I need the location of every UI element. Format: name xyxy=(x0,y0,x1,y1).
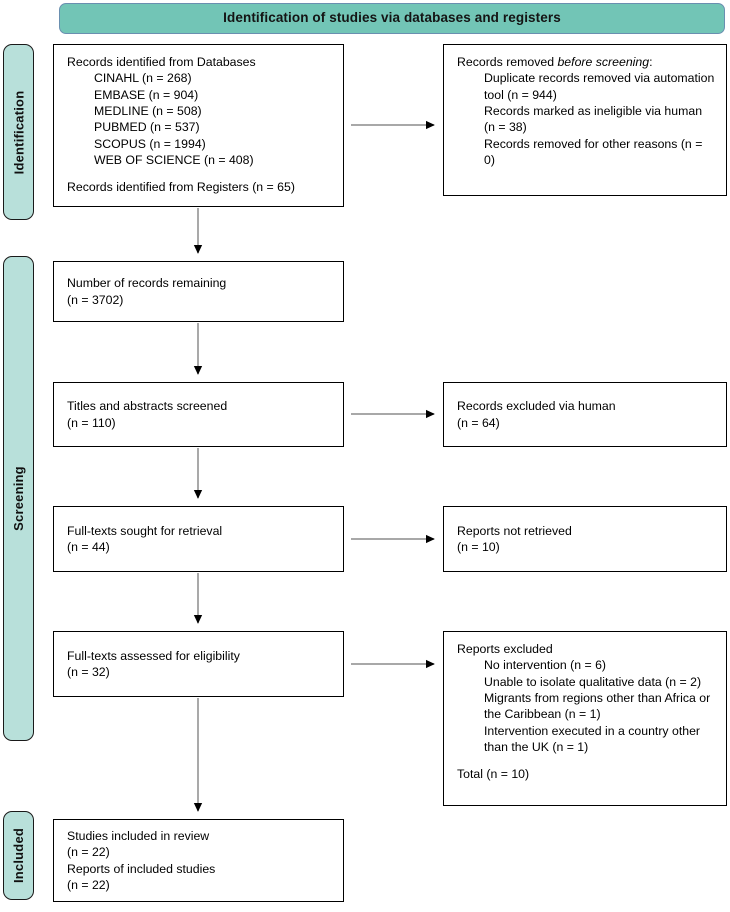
stage-label-screening: Screening xyxy=(3,256,34,741)
box-fulltexts-sought-for-retrieval: Full-texts sought for retrieval (n = 44) xyxy=(53,506,344,572)
source-web-of-science: WEB OF SCIENCE (n = 408) xyxy=(94,153,254,168)
source-pubmed: PUBMED (n = 537) xyxy=(94,120,200,135)
stage-label-included-text: Included xyxy=(11,827,26,884)
stage-label-included: Included xyxy=(3,811,34,900)
box-fulltexts-assessed-for-eligibility: Full-texts assessed for eligibility (n =… xyxy=(53,631,344,697)
records-removed-heading: Records removed before screening: xyxy=(457,54,715,70)
titles-screened-count: (n = 110) xyxy=(67,415,116,430)
reports-excluded-total: Total (n = 10) xyxy=(457,767,530,782)
stage-label-identification-text: Identification xyxy=(11,90,27,174)
records-removed-heading-prefix: Records removed xyxy=(457,55,558,69)
included-reports-label: Reports of included studies xyxy=(67,861,216,876)
box-records-remaining: Number of records remaining (n = 3702) xyxy=(53,261,344,322)
box-records-removed-before-screening: Records removed before screening: Duplic… xyxy=(443,44,727,196)
removed-reason-ineligible-human: Records marked as ineligible via human (… xyxy=(484,104,706,135)
not-retrieved-count: (n = 10) xyxy=(457,540,500,554)
reports-excluded-reason-region: Migrants from regions other than Africa … xyxy=(484,691,714,722)
source-scopus: SCOPUS (n = 1994) xyxy=(94,136,206,151)
excluded-human-label: Records excluded via human xyxy=(457,399,616,414)
records-remaining-label: Number of records remaining xyxy=(67,276,227,291)
included-studies-label: Studies included in review xyxy=(67,828,210,843)
fulltext-sought-count: (n = 44) xyxy=(67,540,110,554)
diagram-title: Identification of studies via databases … xyxy=(223,10,561,26)
stage-label-screening-text: Screening xyxy=(11,466,26,531)
box-studies-included: Studies included in review (n = 22) Repo… xyxy=(53,819,344,902)
box-records-excluded-via-human: Records excluded via human (n = 64) xyxy=(443,382,727,447)
titles-screened-label: Titles and abstracts screened xyxy=(67,399,228,414)
records-removed-heading-suffix: : xyxy=(649,55,653,69)
box-titles-abstracts-screened: Titles and abstracts screened (n = 110) xyxy=(53,382,344,447)
records-identified-heading: Records identified from Databases xyxy=(67,55,256,69)
source-embase: EMBASE (n = 904) xyxy=(94,87,199,102)
excluded-human-count: (n = 64) xyxy=(457,415,500,430)
fulltext-assessed-count: (n = 32) xyxy=(67,665,110,679)
records-identified-registers: Records identified from Registers (n = 6… xyxy=(67,180,295,195)
included-studies-count: (n = 22) xyxy=(67,845,110,860)
removed-reason-other: Records removed for other reasons (n = 0… xyxy=(484,136,706,168)
diagram-title-banner: Identification of studies via databases … xyxy=(59,3,725,34)
fulltext-assessed-label: Full-texts assessed for eligibility xyxy=(67,648,240,663)
records-removed-heading-italic: before screening xyxy=(557,55,650,69)
reports-excluded-reason-no-intervention: No intervention (n = 6) xyxy=(484,658,607,673)
reports-excluded-heading: Reports excluded xyxy=(457,642,553,656)
spacer xyxy=(67,168,332,179)
reports-excluded-reason-qualitative: Unable to isolate qualitative data (n = … xyxy=(484,674,702,689)
box-reports-excluded: Reports excluded No intervention (n = 6)… xyxy=(443,631,727,806)
source-cinahl: CINAHL (n = 268) xyxy=(94,71,192,86)
box-reports-not-retrieved: Reports not retrieved (n = 10) xyxy=(443,506,727,572)
included-reports-count: (n = 22) xyxy=(67,877,110,892)
stage-label-identification: Identification xyxy=(3,44,34,220)
reports-excluded-reason-country: Intervention executed in a country other… xyxy=(484,723,704,755)
not-retrieved-label: Reports not retrieved xyxy=(457,523,572,538)
records-remaining-count: (n = 3702) xyxy=(67,292,124,307)
spacer xyxy=(457,755,715,766)
source-medline: MEDLINE (n = 508) xyxy=(94,104,202,119)
box-records-identified: Records identified from Databases CINAHL… xyxy=(53,44,344,207)
fulltext-sought-label: Full-texts sought for retrieval xyxy=(67,523,223,538)
removed-reason-duplicates: Duplicate records removed via automation… xyxy=(484,71,718,102)
